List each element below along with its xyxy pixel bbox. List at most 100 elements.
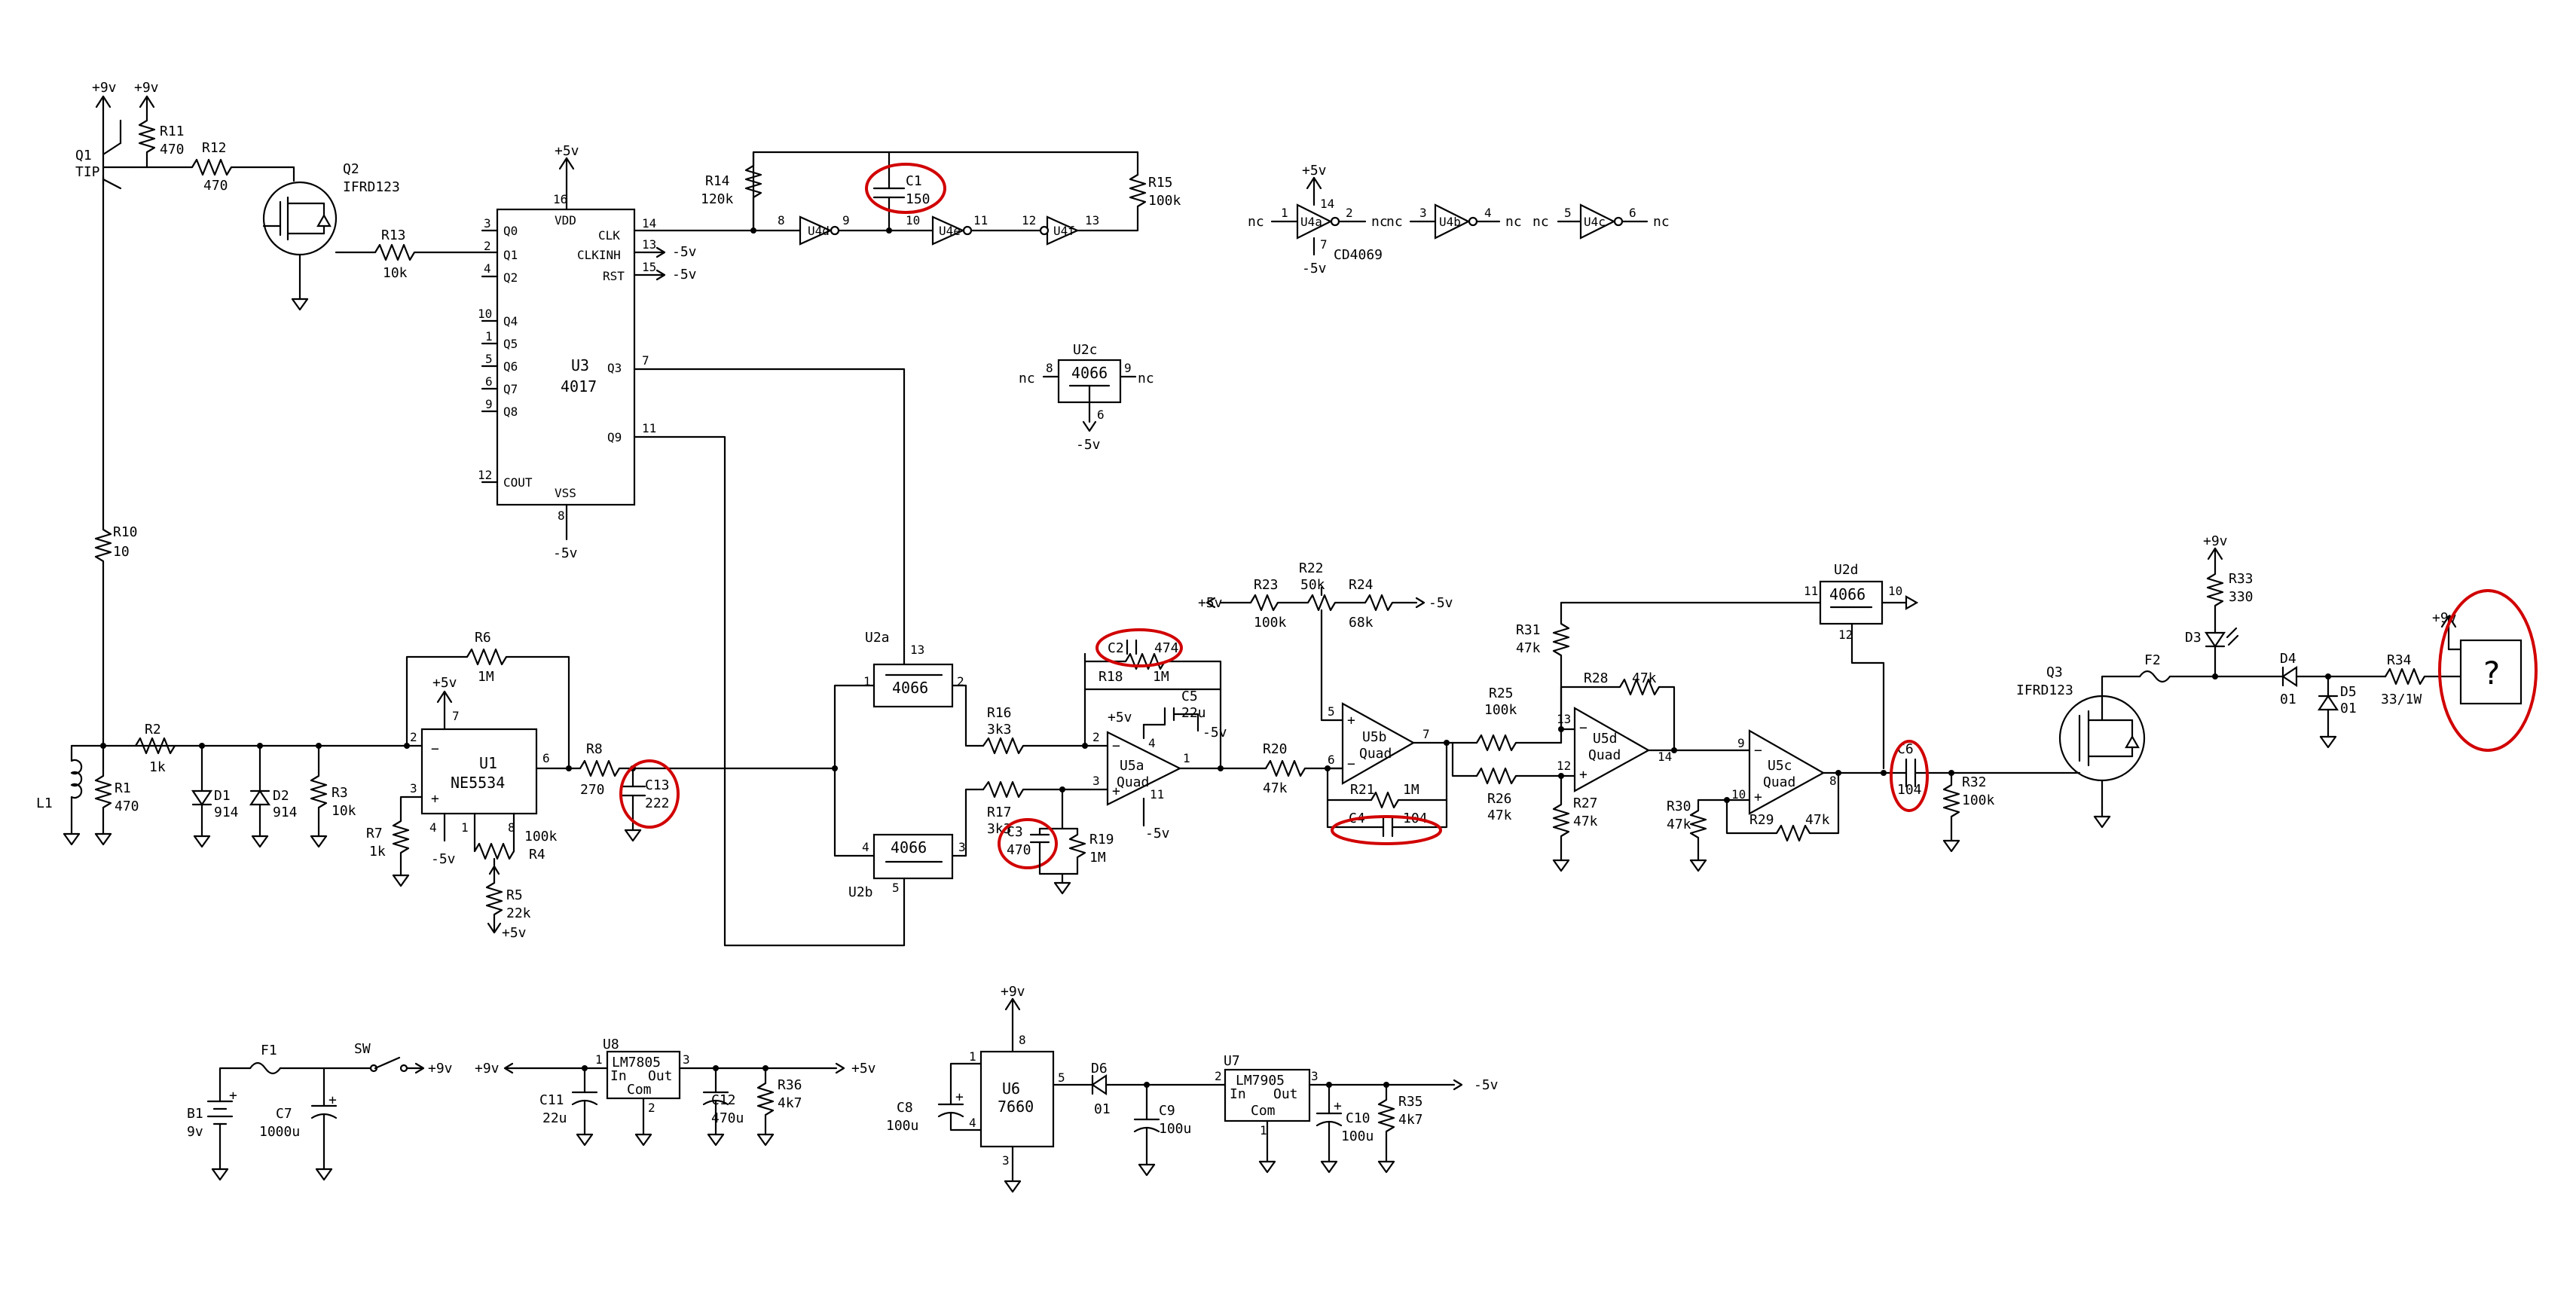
- c6-highlight: [1890, 740, 1929, 812]
- potentiometer-r22: +5v -5v R23 100k R22 50k R24 68k: [1198, 560, 1453, 722]
- u5b-value: Quad: [1359, 746, 1392, 762]
- svg-text:8: 8: [558, 508, 565, 523]
- svg-text:14: 14: [1320, 197, 1334, 211]
- svg-text:+: +: [1334, 1098, 1342, 1114]
- r32-ref: R32: [1962, 774, 1987, 790]
- svg-text:+: +: [1112, 783, 1120, 799]
- svg-text:3: 3: [1419, 206, 1427, 220]
- u5a-vee-rail: -5v: [1145, 826, 1170, 841]
- resistor-r18: R18 1M: [1083, 652, 1222, 691]
- u5b-ref: U5b: [1362, 729, 1387, 745]
- opamp-u1: − + U1 NE5534 2 3 6 +5v 7 4 -5v 1 8: [399, 675, 561, 867]
- switch-u2c: 4066 U2c nc nc 8 9 6 -5v: [1019, 342, 1154, 453]
- switch-u2b: 4066 U2b 4 3 5: [832, 765, 985, 900]
- r15-ref: R15: [1148, 175, 1173, 191]
- svg-text:9: 9: [485, 397, 493, 411]
- svg-text:15: 15: [642, 260, 656, 274]
- u3-clkinh-rail: -5v: [672, 244, 697, 260]
- u3-pin-clk: CLK: [598, 228, 620, 243]
- c6-value: 104: [1897, 782, 1922, 798]
- r19-value: 1M: [1089, 850, 1106, 866]
- u4-part: CD4069: [1334, 247, 1383, 263]
- svg-text:11: 11: [1150, 787, 1164, 802]
- resistor-r17: R17 3k3: [982, 780, 1109, 837]
- svg-text:12: 12: [1022, 213, 1036, 228]
- svg-text:−: −: [1112, 738, 1120, 754]
- svg-text:7: 7: [452, 709, 460, 723]
- u4f-label: U4f: [1053, 224, 1075, 238]
- d1-ref: D1: [214, 788, 231, 804]
- svg-text:+: +: [1579, 767, 1587, 783]
- u3-pin-q1: Q1: [503, 248, 518, 262]
- c1-value: 150: [906, 191, 930, 207]
- svg-text:+: +: [1754, 789, 1762, 805]
- svg-text:10: 10: [906, 213, 920, 228]
- resistor-r16: R16 3k3: [982, 705, 1086, 755]
- r31-value: 47k: [1516, 640, 1541, 656]
- transistor-q1: +9v Q1 TIP: [75, 80, 133, 190]
- switch-u2a: 4066 U2a 13 1 2: [833, 630, 985, 770]
- u8-com: Com: [627, 1082, 652, 1098]
- r23-rail: +5v: [1198, 595, 1223, 611]
- r3-ref: R3: [332, 785, 348, 801]
- u7-com: Com: [1251, 1103, 1276, 1119]
- svg-text:10: 10: [478, 307, 492, 321]
- svg-text:5: 5: [485, 352, 493, 366]
- resistor-r6: R6 1M: [404, 630, 570, 770]
- u2b-ref: U2b: [848, 884, 873, 900]
- r14-ref: R14: [705, 173, 730, 189]
- r18-value: 1M: [1153, 669, 1169, 685]
- u7-in: In: [1230, 1086, 1246, 1102]
- r24-value: 68k: [1349, 615, 1374, 631]
- resistor-r31: R31 47k: [1516, 586, 1837, 731]
- svg-text:−: −: [1347, 756, 1355, 772]
- mosfet-q3: Q3 IFRD123: [2016, 664, 2146, 829]
- c10-ref: C10: [1346, 1110, 1371, 1126]
- svg-text:13: 13: [642, 237, 656, 252]
- svg-text:3: 3: [958, 840, 966, 854]
- input-section: L1 R1 470 R10 10 R2 1k D1 914 D2 914: [36, 176, 408, 848]
- resistor-r20: R20 47k: [1231, 741, 1344, 796]
- svg-text:5: 5: [1328, 704, 1335, 719]
- capacitor-c2: C2 474: [1083, 628, 1183, 667]
- ic-u3: Q0 Q1 Q2 Q4 Q5 Q6 Q7 Q8 COUT VDD CLK CLK…: [478, 143, 906, 947]
- u5c-value: Quad: [1763, 774, 1795, 790]
- r36-value: 4k7: [778, 1095, 802, 1111]
- inverter-u4e: [931, 215, 965, 246]
- c12-value: 470u: [711, 1110, 744, 1126]
- r34-ref: R34: [2387, 652, 2412, 668]
- svg-text:2: 2: [410, 730, 417, 744]
- u8-out-rail-p9: +9v: [475, 1061, 500, 1076]
- f1-ref: F1: [261, 1043, 277, 1058]
- l1-ref: L1: [36, 795, 53, 811]
- svg-text:6: 6: [485, 374, 493, 389]
- u3-pin-q7: Q7: [503, 382, 518, 396]
- unused-inverters: U4a nc 1 2 nc +5v 14 7 -5v CD4069 nc U4b…: [1248, 163, 1670, 276]
- r26-value: 47k: [1487, 808, 1512, 823]
- r25-value: 100k: [1484, 702, 1517, 718]
- svg-text:−: −: [431, 741, 439, 757]
- c13-ref: C13: [645, 777, 670, 793]
- svg-text:7: 7: [642, 353, 649, 368]
- r26-ref: R26: [1487, 791, 1512, 807]
- c1-ref: C1: [906, 173, 922, 189]
- r8-value: 270: [580, 782, 605, 798]
- u1-value: NE5534: [451, 774, 505, 792]
- r1-ref: R1: [115, 780, 131, 796]
- inverter-u6-section: +9v 8 U6 7660 1 4 5 3 + C8 100u D6 01 C9…: [886, 984, 1227, 1193]
- u4d-label: U4d: [808, 224, 830, 238]
- c13-highlight: [619, 759, 680, 829]
- u4c-in-nc: nc: [1532, 214, 1549, 230]
- r12-ref: R12: [202, 140, 227, 156]
- led-d3: +9v R33 330 D3: [2185, 533, 2254, 679]
- capacitor-c1: C1 150: [865, 151, 946, 232]
- u3-pin-vss: VSS: [555, 486, 576, 500]
- u2c-in-nc: nc: [1019, 371, 1035, 386]
- r23-value: 100k: [1254, 615, 1287, 631]
- sw-ref: SW: [354, 1041, 371, 1057]
- svg-text:11: 11: [973, 213, 988, 228]
- svg-text:1: 1: [595, 1052, 603, 1067]
- u3-pin-q2: Q2: [503, 270, 518, 285]
- r1-value: 470: [115, 799, 139, 814]
- coil-l1: L1: [36, 752, 83, 846]
